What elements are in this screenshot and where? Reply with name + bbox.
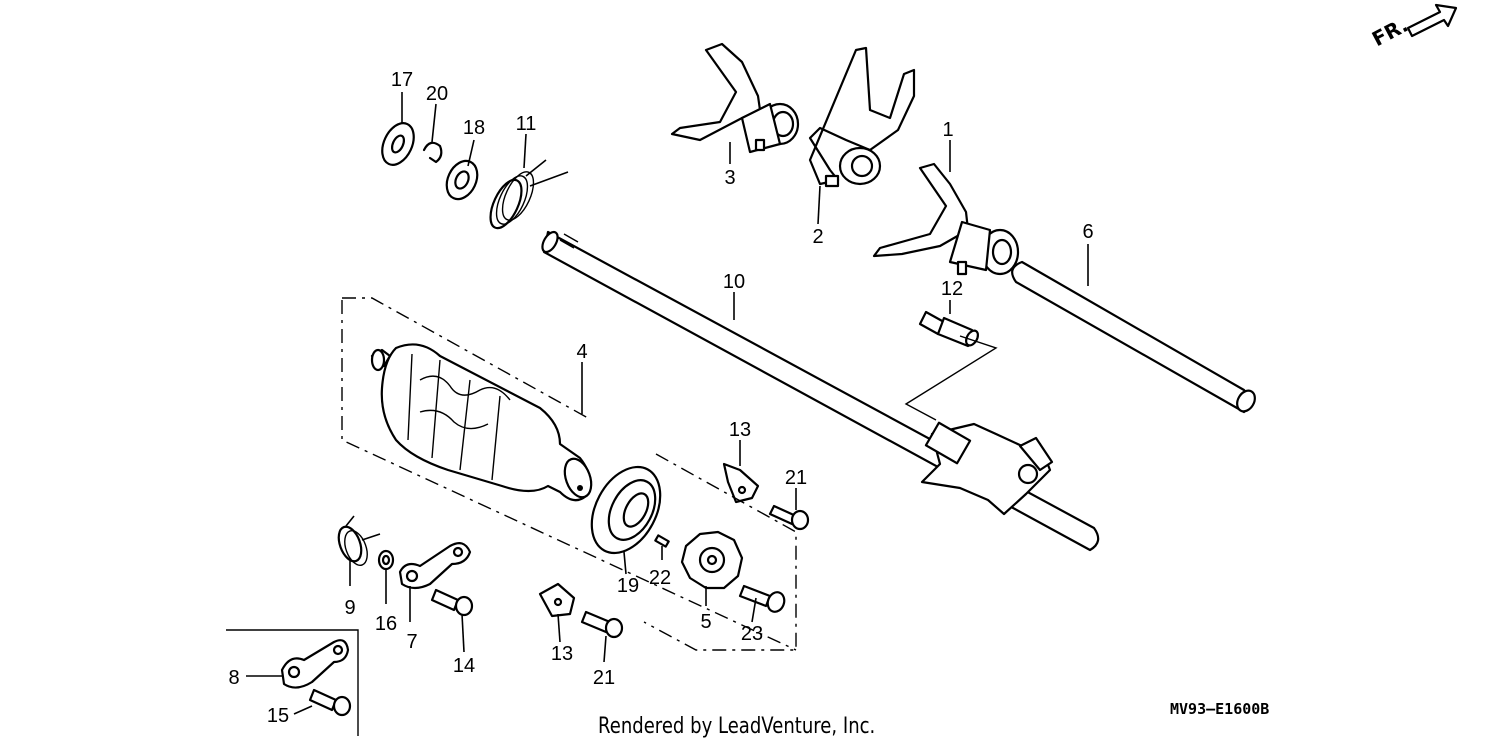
callout-19: 19 [617, 575, 639, 597]
shift-drum-4 [370, 343, 593, 502]
dowel-pin-22 [654, 534, 670, 548]
callout-1: 1 [942, 119, 953, 141]
shift-fork-1 [872, 162, 1020, 276]
callout-3: 3 [724, 167, 735, 189]
stopper-arm-7 [398, 541, 472, 590]
callout-4: 4 [576, 341, 587, 363]
arm-8 [280, 639, 350, 689]
bearing-19 [590, 465, 662, 555]
callout-18: 18 [463, 117, 485, 139]
callout-23: 23 [741, 623, 763, 645]
bolt-23 [738, 584, 786, 613]
callout-13-upper: 13 [729, 419, 751, 441]
clip-20 [422, 141, 443, 164]
callout-20: 20 [426, 83, 448, 105]
callout-22: 22 [649, 567, 671, 589]
washer-17 [381, 122, 415, 166]
shift-fork-2 [808, 46, 916, 188]
bolt-21-lower [580, 610, 624, 639]
callout-16: 16 [375, 613, 397, 635]
plate-13-lower [538, 582, 576, 618]
gearshift-arm [920, 421, 1054, 516]
group-frame-bolt-12 [904, 335, 998, 421]
callout-15: 15 [267, 705, 289, 727]
drum-center-5 [680, 530, 744, 590]
callout-7: 7 [406, 631, 417, 653]
spring-11 [489, 159, 569, 230]
plate-13-upper [722, 462, 760, 504]
callout-8: 8 [228, 667, 239, 689]
callout-13-lower: 13 [551, 643, 573, 665]
spring-9 [337, 515, 381, 566]
callout-2: 2 [812, 226, 823, 248]
drawing-code: MV93–E1600B [1170, 700, 1270, 718]
shift-fork-3 [670, 42, 800, 154]
callout-10: 10 [723, 271, 745, 293]
callout-9: 9 [344, 597, 355, 619]
callout-17: 17 [391, 69, 413, 91]
bolt-12 [918, 310, 979, 348]
leader-lines [246, 92, 1089, 715]
group-frame-drum [341, 297, 797, 651]
callout-21-lower: 21 [593, 667, 615, 689]
callout-5: 5 [700, 611, 711, 633]
bolt-21-upper [768, 504, 810, 531]
callout-11: 11 [516, 113, 537, 135]
bolt-14 [430, 588, 474, 617]
bolt-15 [308, 688, 352, 717]
callout-12: 12 [941, 278, 963, 300]
render-credit: Rendered by LeadVenture, Inc. [598, 714, 876, 739]
washer-18 [445, 159, 479, 201]
fork-shaft-6 [1011, 260, 1256, 414]
callout-21-upper: 21 [785, 467, 807, 489]
callout-6: 6 [1082, 221, 1093, 243]
group-frame-arm-8 [226, 629, 359, 736]
front-direction-arrow-icon [1406, 3, 1458, 38]
washer-16 [377, 549, 395, 571]
callout-14: 14 [453, 655, 475, 677]
